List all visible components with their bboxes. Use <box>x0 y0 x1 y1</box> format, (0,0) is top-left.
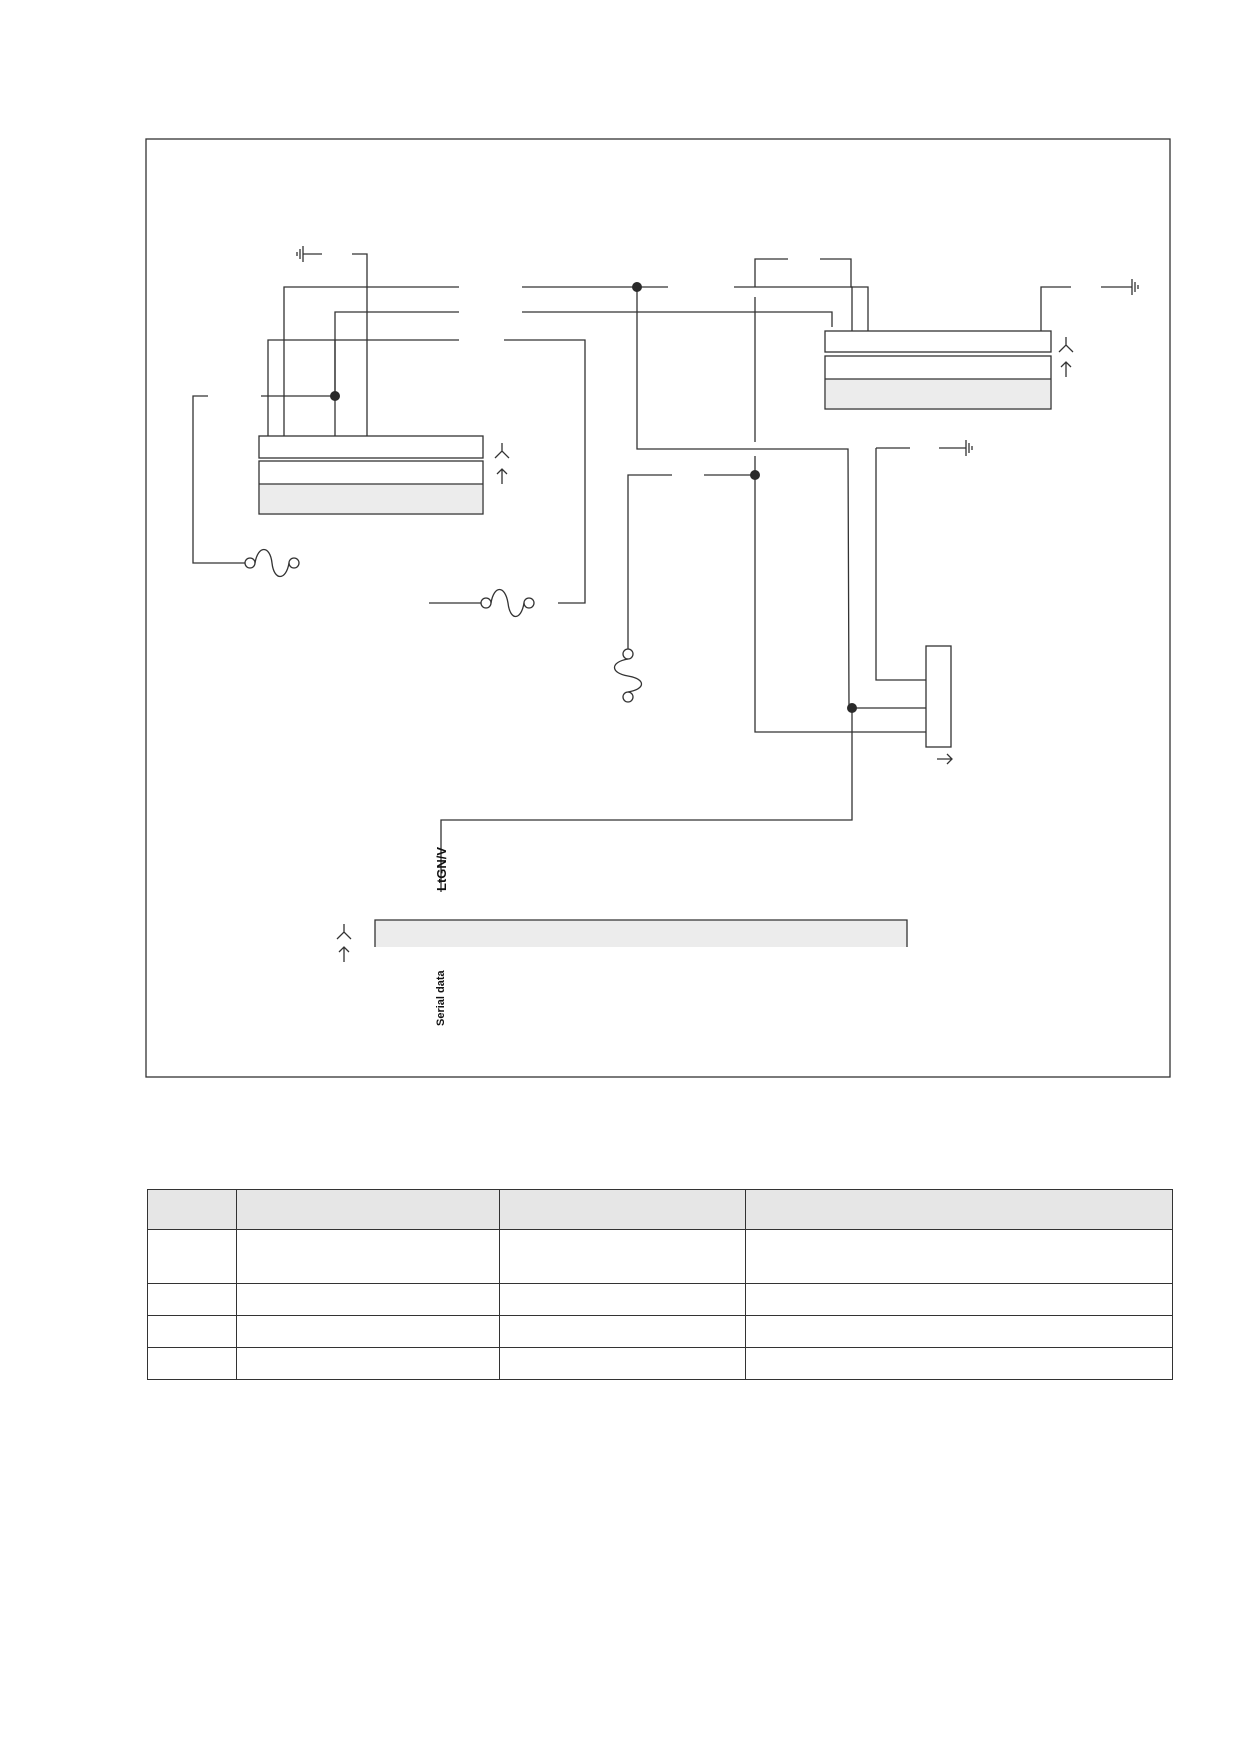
table-cell <box>499 1283 746 1316</box>
right-module-wires <box>440 258 1071 892</box>
splice-dot <box>632 282 642 292</box>
table-cell <box>499 1315 746 1348</box>
left-module-wires <box>192 253 833 604</box>
table-header-cell <box>745 1189 1173 1230</box>
splice-dot <box>847 703 857 713</box>
table-header-cell <box>147 1189 237 1230</box>
ground-icon <box>1101 279 1139 295</box>
table-row <box>147 1347 1173 1380</box>
right-module <box>824 330 1052 410</box>
diagram-frame <box>145 138 1171 1078</box>
ground-icon <box>296 246 322 262</box>
wire-color-label: LtGN/V <box>434 847 449 891</box>
table-header-row <box>147 1189 1173 1230</box>
table-cell <box>745 1283 1173 1316</box>
table-cell <box>147 1229 237 1284</box>
table-header-cell <box>499 1189 746 1230</box>
left-module <box>258 435 484 515</box>
connector-block <box>925 645 953 765</box>
right-module-connector-icon <box>1058 337 1074 377</box>
table-cell <box>147 1315 237 1348</box>
table-cell <box>499 1229 746 1284</box>
left-module-connector-icon <box>494 443 510 484</box>
table-cell <box>236 1315 500 1348</box>
table-cell <box>745 1347 1173 1380</box>
table-cell <box>499 1347 746 1380</box>
table-header-cell <box>236 1189 500 1230</box>
serial-data-label: Serial data <box>435 969 447 1026</box>
table-cell <box>236 1229 500 1284</box>
table-cell <box>236 1283 500 1316</box>
table-row <box>147 1283 1173 1316</box>
table-cell <box>147 1347 237 1380</box>
fuse-vertical-icon <box>613 648 643 703</box>
splice-dot <box>330 391 340 401</box>
table-cell <box>745 1315 1173 1348</box>
table-cell <box>745 1229 1173 1284</box>
info-table <box>147 1189 1173 1380</box>
table-row <box>147 1229 1173 1284</box>
table-row <box>147 1315 1173 1348</box>
table-cell <box>236 1347 500 1380</box>
ground-icon <box>939 440 973 456</box>
table-cell <box>147 1283 237 1316</box>
serial-data-bus <box>374 919 908 947</box>
fuse-left-icon <box>244 548 300 578</box>
splice-dot <box>750 470 760 480</box>
bus-connector-icon <box>336 924 352 962</box>
fuse-middle-icon <box>480 588 535 618</box>
